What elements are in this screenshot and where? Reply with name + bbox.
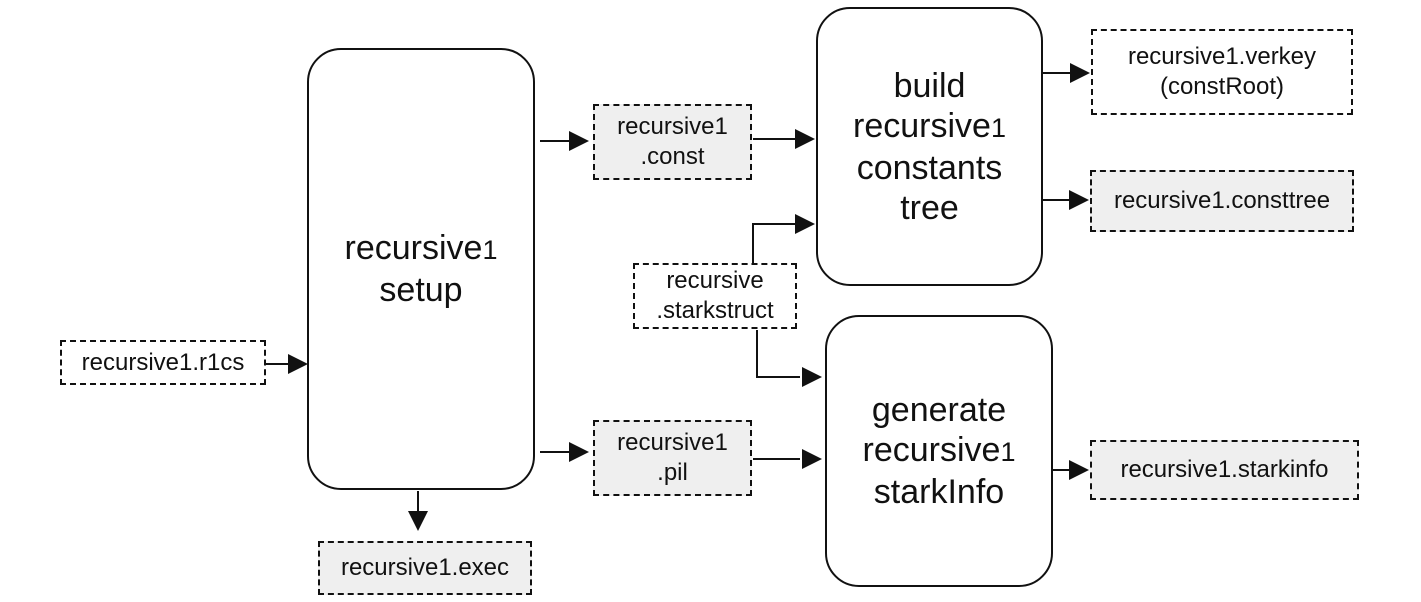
file-label: recursive1.verkey (1127, 43, 1317, 70)
file-recursive-starkstruct: recursive .starkstruct (633, 263, 797, 329)
process-label-main: recursive (344, 229, 483, 267)
arrowhead-setup-to-const (569, 131, 589, 151)
process-label: recursive1 (863, 430, 1016, 472)
file-label: .const (640, 143, 705, 170)
file-recursive1-pil: recursive1 .pil (593, 420, 752, 496)
file-label: recursive1.starkinfo (1120, 456, 1329, 483)
file-label: recursive (666, 267, 764, 294)
file-recursive1-starkinfo: recursive1.starkinfo (1090, 440, 1359, 500)
process-label: constants (856, 148, 1003, 187)
arrowhead-setup-to-pil (569, 442, 589, 462)
process-label-sub: 1 (482, 235, 498, 265)
process-label: recursive1 (345, 228, 498, 270)
process-build-constants-tree: build recursive1 constants tree (816, 7, 1043, 286)
file-label: .pil (657, 459, 688, 486)
arrowhead-starkstruct-to-build (795, 214, 815, 234)
arrowhead-setup-to-exec (408, 511, 428, 531)
file-label: recursive1 (617, 429, 728, 456)
arrowhead-starkstruct-to-generate (802, 367, 822, 387)
arrowhead-build-to-consttree (1069, 190, 1089, 210)
process-label-main: recursive (862, 431, 1001, 469)
process-label: tree (900, 188, 959, 227)
arrowhead-pil-to-generate (802, 449, 822, 469)
process-label-sub: 1 (990, 112, 1006, 143)
arrowhead-r1cs-to-setup (288, 354, 308, 374)
file-recursive1-const: recursive1 .const (593, 104, 752, 180)
process-label: recursive1 (853, 106, 1006, 148)
process-label: starkInfo (873, 473, 1005, 511)
file-label: recursive1.consttree (1113, 187, 1331, 214)
arrowhead-build-to-verkey (1070, 63, 1090, 83)
file-label: recursive1.r1cs (81, 348, 245, 376)
arrow-starkstruct-to-generate (756, 330, 800, 378)
process-label-main: recursive (853, 106, 991, 145)
file-recursive1-verkey: recursive1.verkey (constRoot) (1091, 29, 1353, 115)
process-recursive1-setup: recursive1 setup (307, 48, 535, 490)
arrowhead-const-to-build (795, 129, 815, 149)
process-label: build (893, 66, 966, 105)
process-generate-starkinfo: generate recursive1 starkInfo (825, 315, 1053, 587)
file-recursive1-r1cs: recursive1.r1cs (60, 340, 266, 385)
process-label: setup (379, 271, 463, 309)
process-label-sub: 1 (1000, 437, 1016, 467)
arrow-starkstruct-to-build (752, 223, 795, 264)
arrowhead-generate-to-starkinfo (1069, 460, 1089, 480)
process-label: generate (871, 391, 1007, 429)
file-label: .starkstruct (656, 297, 774, 324)
file-label: (constRoot) (1159, 73, 1285, 100)
file-label: recursive1.exec (340, 554, 510, 581)
file-recursive1-exec: recursive1.exec (318, 541, 532, 595)
file-label: recursive1 (617, 113, 728, 140)
file-recursive1-consttree: recursive1.consttree (1090, 170, 1354, 232)
